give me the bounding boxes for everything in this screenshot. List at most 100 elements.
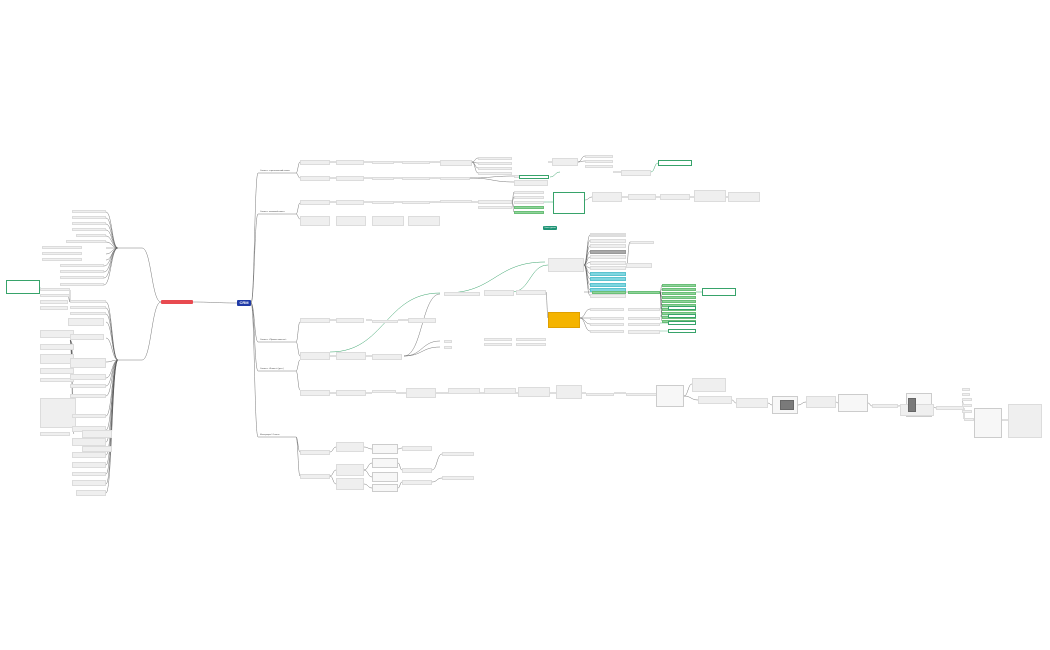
topic-node[interactable] [336,442,364,452]
topic-node[interactable] [70,312,106,315]
topic-node[interactable] [838,394,868,412]
topic-node[interactable] [440,160,472,166]
topic-node[interactable] [630,241,654,244]
topic-node[interactable] [444,340,452,343]
topic-node[interactable] [662,292,696,295]
topic-node[interactable] [300,200,330,205]
topic-node[interactable] [72,222,106,225]
highlight-node[interactable] [668,306,696,310]
topic-node[interactable] [1008,404,1042,438]
topic-node[interactable] [478,200,512,204]
topic-node[interactable] [556,385,582,399]
topic-node[interactable] [478,162,512,165]
topic-node[interactable] [76,234,106,237]
topic-node[interactable] [402,480,432,485]
status-node[interactable] [548,312,580,328]
topic-node[interactable] [548,258,584,272]
topic-node[interactable] [628,308,660,311]
topic-node[interactable] [372,444,398,454]
topic-node[interactable] [60,264,104,267]
topic-node[interactable] [406,388,436,398]
topic-node[interactable] [590,266,626,270]
topic-node[interactable] [300,216,330,226]
topic-node[interactable] [694,190,726,202]
topic-node[interactable] [514,201,544,204]
topic-node[interactable] [514,211,544,214]
topic-node[interactable] [372,472,398,482]
topic-node[interactable] [484,343,512,346]
topic-node[interactable] [662,296,696,299]
topic-node[interactable] [444,292,480,296]
topic-node[interactable] [70,334,104,340]
topic-node[interactable] [372,320,398,323]
topic-node[interactable] [372,354,402,360]
topic-node[interactable] [68,318,104,326]
topic-node[interactable] [70,300,106,303]
topic-node[interactable] [964,418,974,421]
topic-node[interactable] [478,167,512,170]
topic-node[interactable] [962,410,972,413]
topic-node[interactable] [40,378,74,382]
highlight-node[interactable] [668,329,696,333]
topic-node[interactable] [336,216,366,226]
topic-node[interactable] [628,330,660,334]
topic-node[interactable] [60,276,104,279]
topic-node[interactable] [70,394,106,398]
topic-node[interactable] [586,393,614,396]
topic-node[interactable] [72,414,106,418]
topic-node[interactable] [692,378,726,392]
topic-node[interactable] [40,368,74,374]
topic-node[interactable] [42,246,82,249]
topic-node[interactable] [592,192,622,202]
topic-node[interactable] [42,252,82,255]
deal-stage-badge[interactable]: Этап сделки [543,226,557,230]
topic-node[interactable] [936,406,964,410]
topic-node[interactable] [72,472,106,476]
topic-node[interactable] [590,323,624,326]
topic-node[interactable] [72,228,106,231]
topic-node[interactable] [70,374,106,380]
topic-node[interactable] [585,165,613,168]
topic-node[interactable] [60,283,104,286]
topic-node[interactable] [300,352,330,360]
topic-node[interactable] [72,210,106,213]
topic-node[interactable] [908,398,916,412]
highlight-node[interactable] [668,314,696,318]
topic-node[interactable] [592,291,626,294]
topic-node[interactable] [372,201,394,204]
topic-node[interactable] [40,288,70,291]
topic-node[interactable] [440,177,470,180]
topic-node[interactable] [40,300,68,304]
topic-node[interactable] [336,318,364,323]
topic-node[interactable] [42,258,82,261]
topic-node[interactable] [402,468,432,473]
topic-node[interactable] [962,393,970,396]
topic-node[interactable] [621,170,651,176]
topic-node[interactable] [585,160,613,163]
topic-node[interactable] [408,216,440,226]
topic-node[interactable] [514,180,548,186]
topic-node[interactable] [40,354,74,364]
topic-node[interactable] [478,157,512,160]
topic-node[interactable] [806,396,836,408]
topic-node[interactable] [40,306,68,310]
topic-node[interactable] [300,160,330,165]
topic-node[interactable] [872,404,898,408]
topic-node[interactable] [372,484,398,492]
topic-node[interactable] [336,390,366,396]
topic-node[interactable] [442,452,474,456]
topic-node[interactable] [408,318,436,323]
topic-node[interactable] [336,160,364,165]
topic-node[interactable] [590,330,624,333]
topic-node[interactable] [40,330,74,338]
topic-node[interactable] [590,249,626,254]
topic-node[interactable] [40,398,76,428]
topic-node[interactable] [626,393,658,396]
topic-node[interactable] [728,192,760,202]
topic-node[interactable] [628,194,656,200]
topic-node[interactable] [300,318,330,323]
topic-node[interactable] [660,194,690,200]
topic-node[interactable] [900,404,934,416]
topic-node[interactable] [484,290,514,296]
topic-node[interactable] [82,446,112,452]
